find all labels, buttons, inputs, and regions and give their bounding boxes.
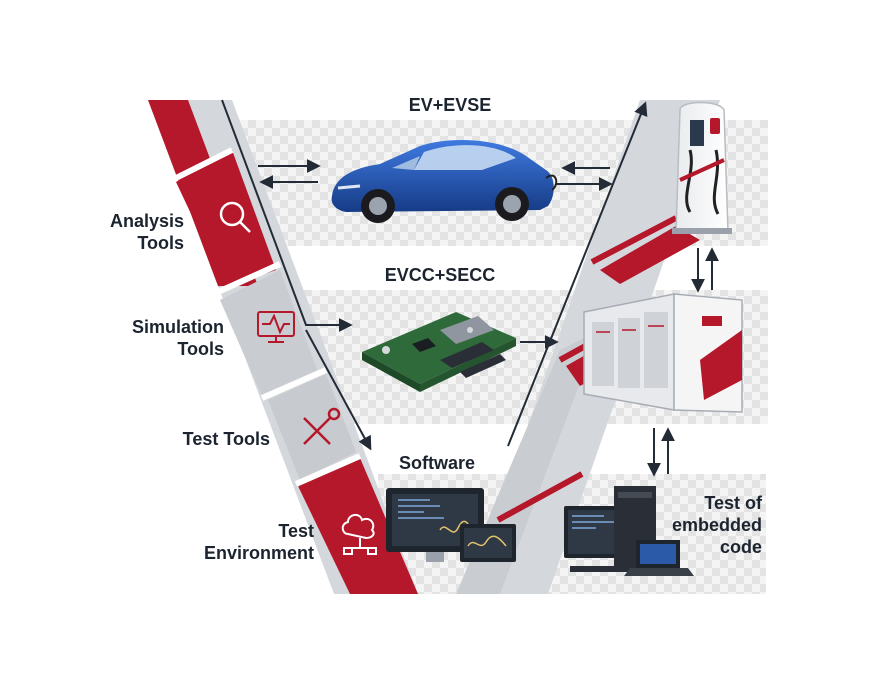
magnifier-icon	[219, 201, 251, 233]
tool-label-test-tools: Test Tools	[182, 429, 270, 449]
stage-label-ev-evse: EV+EVSE	[408, 95, 492, 115]
stage-label-evcc-secc: EVCC+SECC	[384, 265, 496, 285]
charging-station-icon	[672, 101, 732, 234]
wrench-gear-icon	[303, 407, 341, 445]
hil-test-rack-icon	[583, 293, 743, 413]
cloud-network-icon	[341, 514, 377, 555]
software-monitors-icon	[386, 488, 516, 562]
pc-laptop-icon	[564, 486, 694, 576]
left-descending-band	[148, 100, 418, 594]
control-board-icon	[362, 312, 516, 392]
monitor-waveform-icon	[257, 311, 295, 343]
flow-arrows	[221, 99, 719, 477]
stage-label-software: Software	[398, 453, 476, 473]
electric-car-icon	[331, 140, 558, 223]
